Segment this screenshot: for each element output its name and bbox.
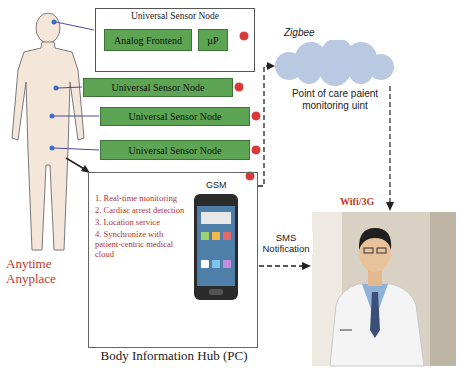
hub-caption: Body Information Hub (PC) xyxy=(69,348,279,363)
feature-list: 1. Real-time monitoring 2. Cardiac arrest… xyxy=(95,193,191,261)
hub-box: 1. Real-time monitoring 2. Cardiac arrest… xyxy=(88,172,258,348)
sensor-node-box: Universal Sensor Node xyxy=(100,107,250,126)
feature-item: 3. Location service xyxy=(95,217,191,227)
node-label: µP xyxy=(207,35,218,46)
feature-item: 1. Real-time monitoring xyxy=(95,193,191,203)
network-label: GSM xyxy=(206,180,227,190)
node-label: Universal Sensor Node xyxy=(129,111,222,122)
sensor-node-box: Universal Sensor Node xyxy=(83,78,233,97)
wifi-arrow xyxy=(386,86,394,211)
network-label: Wifi/3G xyxy=(340,196,374,207)
processor-box: µP xyxy=(198,29,228,51)
feature-item: 4. Synchronize with patient-centric medi… xyxy=(95,229,191,259)
sensor-node-box: Universal Sensor Node xyxy=(100,140,250,160)
smartphone xyxy=(194,194,238,300)
cloud-node: Point of care paient monitoring uint xyxy=(275,40,395,114)
node-title: Universal Sensor Node xyxy=(96,11,254,21)
sensor-node-frame: Analog Frontend µP Universal Sensor Node xyxy=(95,8,255,72)
sensor-dot xyxy=(50,20,59,151)
body-to-hub-arrow xyxy=(66,158,90,173)
feature-item: 2. Cardiac arrest detection xyxy=(95,205,191,215)
sms-arrow xyxy=(259,262,311,270)
node-label: Analog Frontend xyxy=(114,35,182,46)
dashed-connector xyxy=(258,62,275,186)
notification-label: SMS Notification xyxy=(259,232,313,254)
edge-label: Zigbee xyxy=(283,27,316,38)
node-label: Universal Sensor Node xyxy=(112,82,205,93)
cloud-shape xyxy=(275,40,395,86)
node-label: Universal Sensor Node xyxy=(129,145,222,156)
doctor-photo xyxy=(312,212,456,366)
human-figure xyxy=(12,13,84,250)
analog-frontend-box: Analog Frontend xyxy=(104,29,192,51)
slogan-label: Anytime Anyplace xyxy=(6,256,78,286)
cloud-caption: Point of care paient monitoring uint xyxy=(275,88,395,112)
